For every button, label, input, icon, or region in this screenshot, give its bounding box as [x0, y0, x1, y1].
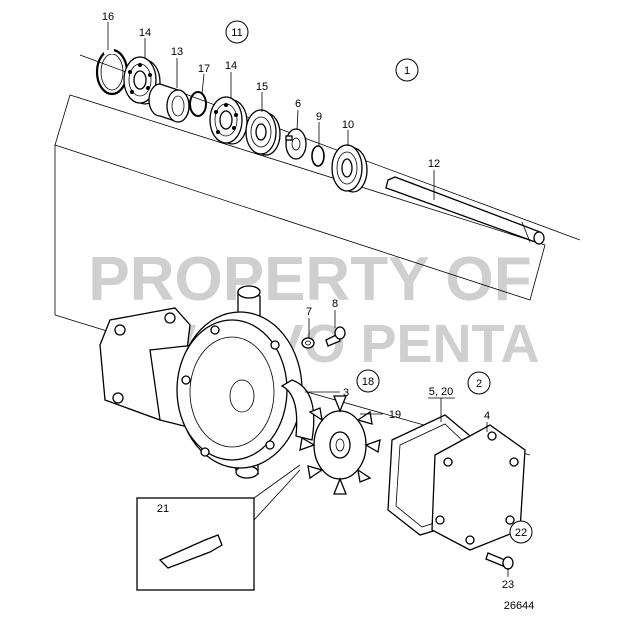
- shaft-assembly-frame: [54, 94, 546, 301]
- label-7: 7: [306, 306, 312, 318]
- label-6: 6: [295, 98, 301, 110]
- watermark-line-1: PROPERTY OF: [88, 245, 531, 314]
- label-8: 8: [332, 298, 338, 310]
- grease-tube-icon: [158, 534, 223, 569]
- label-5-20: 5, 20: [429, 386, 453, 398]
- screw-part: [325, 326, 346, 347]
- circled-label-1: 1: [404, 65, 410, 77]
- label-10: 10: [342, 119, 354, 131]
- pump-housing-part: [99, 285, 303, 479]
- pump-cover-part: [431, 424, 526, 551]
- label-15: 15: [256, 81, 268, 93]
- label-9: 9: [316, 111, 322, 123]
- circlip-part: [95, 46, 129, 96]
- label-3: 3: [343, 387, 349, 399]
- sleeve-part: [148, 83, 190, 123]
- label-19: 19: [389, 409, 401, 421]
- part-labels: 16 14 13 17 14 15 6 9 10 12 7 8 3 19 5, …: [102, 11, 514, 591]
- label-21: 21: [157, 503, 169, 515]
- ball-bearing-part-2: [209, 96, 248, 145]
- label-13: 13: [171, 46, 183, 58]
- circled-label-22: 22: [515, 527, 527, 539]
- ball-bearing-part-3: [331, 144, 368, 193]
- circled-labels: 11 1 18 2 22: [225, 20, 533, 544]
- label-23: 23: [502, 579, 514, 591]
- seal-ring-part: [245, 109, 281, 156]
- label-12: 12: [428, 158, 440, 170]
- impeller-part: [299, 395, 381, 495]
- circled-label-18: 18: [362, 376, 374, 388]
- label-16: 16: [102, 11, 114, 23]
- label-14a: 14: [139, 27, 151, 39]
- cam-part: [280, 379, 315, 441]
- washer-part: [301, 337, 315, 349]
- detail-box-grease: [136, 464, 301, 591]
- circled-label-2: 2: [476, 378, 482, 390]
- leader-lines: [107, 22, 509, 577]
- o-ring-part: [311, 145, 325, 167]
- flinger-washer-part: [285, 128, 307, 160]
- circled-label-11: 11: [231, 27, 242, 39]
- label-14b: 14: [225, 60, 237, 72]
- small-circlip-part: [189, 91, 207, 117]
- pump-shaft-part: [385, 176, 545, 245]
- figure-number: 26644: [504, 600, 535, 612]
- label-4: 4: [484, 410, 490, 422]
- cover-screw-part: [485, 552, 514, 570]
- label-17: 17: [198, 63, 210, 75]
